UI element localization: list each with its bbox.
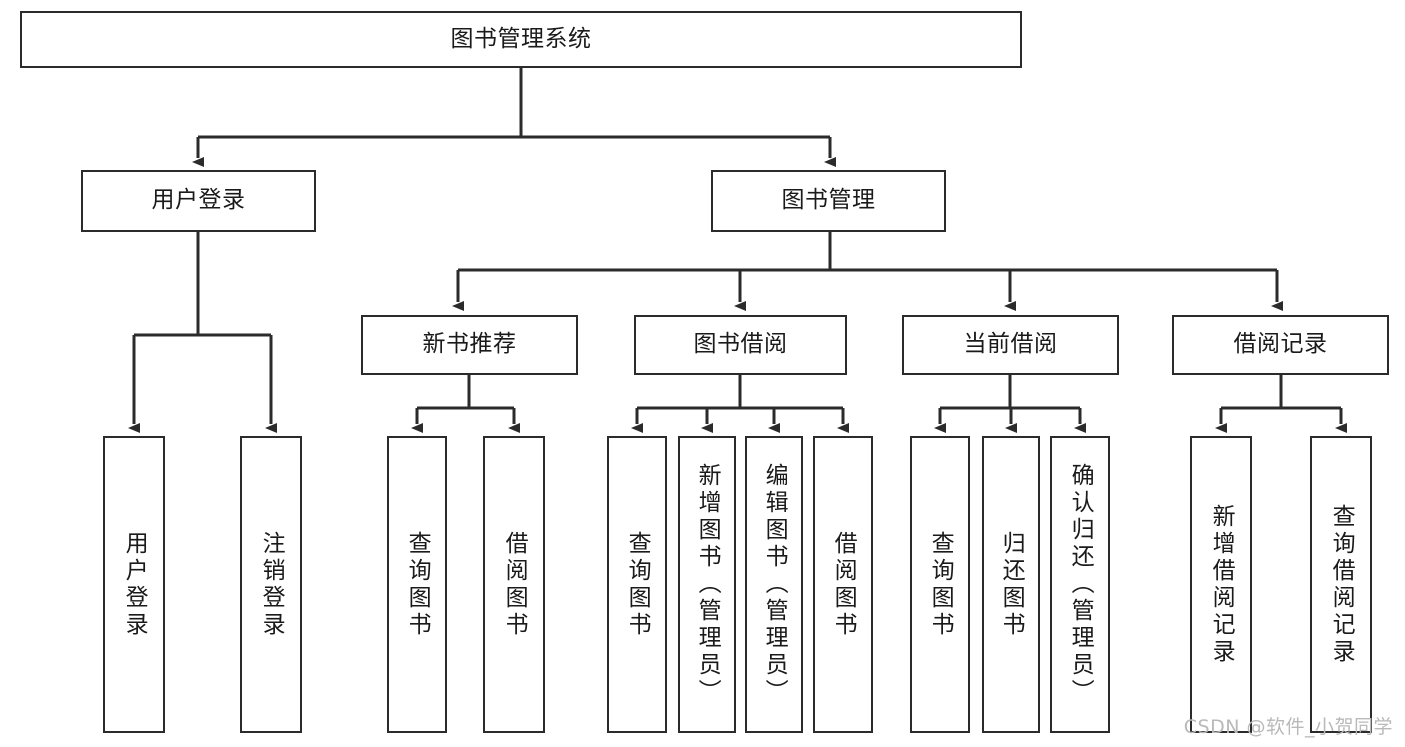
node-book-borrow[interactable]: 图书借阅 <box>634 315 847 375</box>
node-new-book-recommend[interactable]: 新书推荐 <box>361 315 578 375</box>
leaf-confirm-return-admin-label: 确认归还（管理员） <box>1067 463 1094 706</box>
leaf-user-login[interactable]: 用户登录 <box>103 436 165 733</box>
leaf-borrow-book-borrow-label: 借阅图书 <box>830 530 857 639</box>
leaf-add-borrow-record[interactable]: 新增借阅记录 <box>1190 436 1252 733</box>
node-user-login[interactable]: 用户登录 <box>81 170 316 232</box>
node-borrow-record[interactable]: 借阅记录 <box>1172 315 1389 375</box>
node-borrow-record-label: 借阅记录 <box>1233 331 1328 358</box>
node-current-borrow[interactable]: 当前借阅 <box>902 315 1119 375</box>
leaf-borrow-book-borrow[interactable]: 借阅图书 <box>813 436 873 733</box>
leaf-borrow-book-recommend[interactable]: 借阅图书 <box>483 436 545 733</box>
leaf-query-borrow-record[interactable]: 查询借阅记录 <box>1310 436 1372 733</box>
leaf-return-book-label: 归还图书 <box>998 530 1025 639</box>
leaf-query-book-recommend[interactable]: 查询图书 <box>387 436 447 733</box>
leaf-logout-login-label: 注销登录 <box>258 530 285 639</box>
node-book-manage-label: 图书管理 <box>781 187 876 214</box>
leaf-query-book-borrow-label: 查询图书 <box>624 530 651 639</box>
leaf-edit-book-admin[interactable]: 编辑图书（管理员） <box>745 436 803 733</box>
leaf-add-borrow-record-label: 新增借阅记录 <box>1208 503 1235 666</box>
node-root-label: 图书管理系统 <box>450 25 592 52</box>
node-user-login-label: 用户登录 <box>151 187 246 214</box>
node-current-borrow-label: 当前借阅 <box>963 331 1058 358</box>
leaf-edit-book-admin-label: 编辑图书（管理员） <box>761 463 788 706</box>
node-root[interactable]: 图书管理系统 <box>20 11 1022 68</box>
node-book-borrow-label: 图书借阅 <box>693 331 788 358</box>
leaf-query-book-current[interactable]: 查询图书 <box>910 436 970 733</box>
leaf-borrow-book-recommend-label: 借阅图书 <box>501 530 528 639</box>
leaf-add-book-admin-label: 新增图书（管理员） <box>694 463 721 706</box>
leaf-user-login-label: 用户登录 <box>121 530 148 639</box>
leaf-confirm-return-admin[interactable]: 确认归还（管理员） <box>1050 436 1110 733</box>
leaf-query-book-borrow[interactable]: 查询图书 <box>607 436 667 733</box>
csdn-watermark: CSDN @软件_小贺同学 <box>1183 716 1393 738</box>
node-new-book-recommend-label: 新书推荐 <box>422 331 517 358</box>
leaf-logout-login[interactable]: 注销登录 <box>240 436 302 733</box>
leaf-query-book-current-label: 查询图书 <box>927 530 954 639</box>
leaf-query-borrow-record-label: 查询借阅记录 <box>1328 503 1355 666</box>
leaf-add-book-admin[interactable]: 新增图书（管理员） <box>678 436 736 733</box>
node-book-manage[interactable]: 图书管理 <box>711 170 946 232</box>
leaf-return-book[interactable]: 归还图书 <box>982 436 1040 733</box>
leaf-query-book-recommend-label: 查询图书 <box>404 530 431 639</box>
